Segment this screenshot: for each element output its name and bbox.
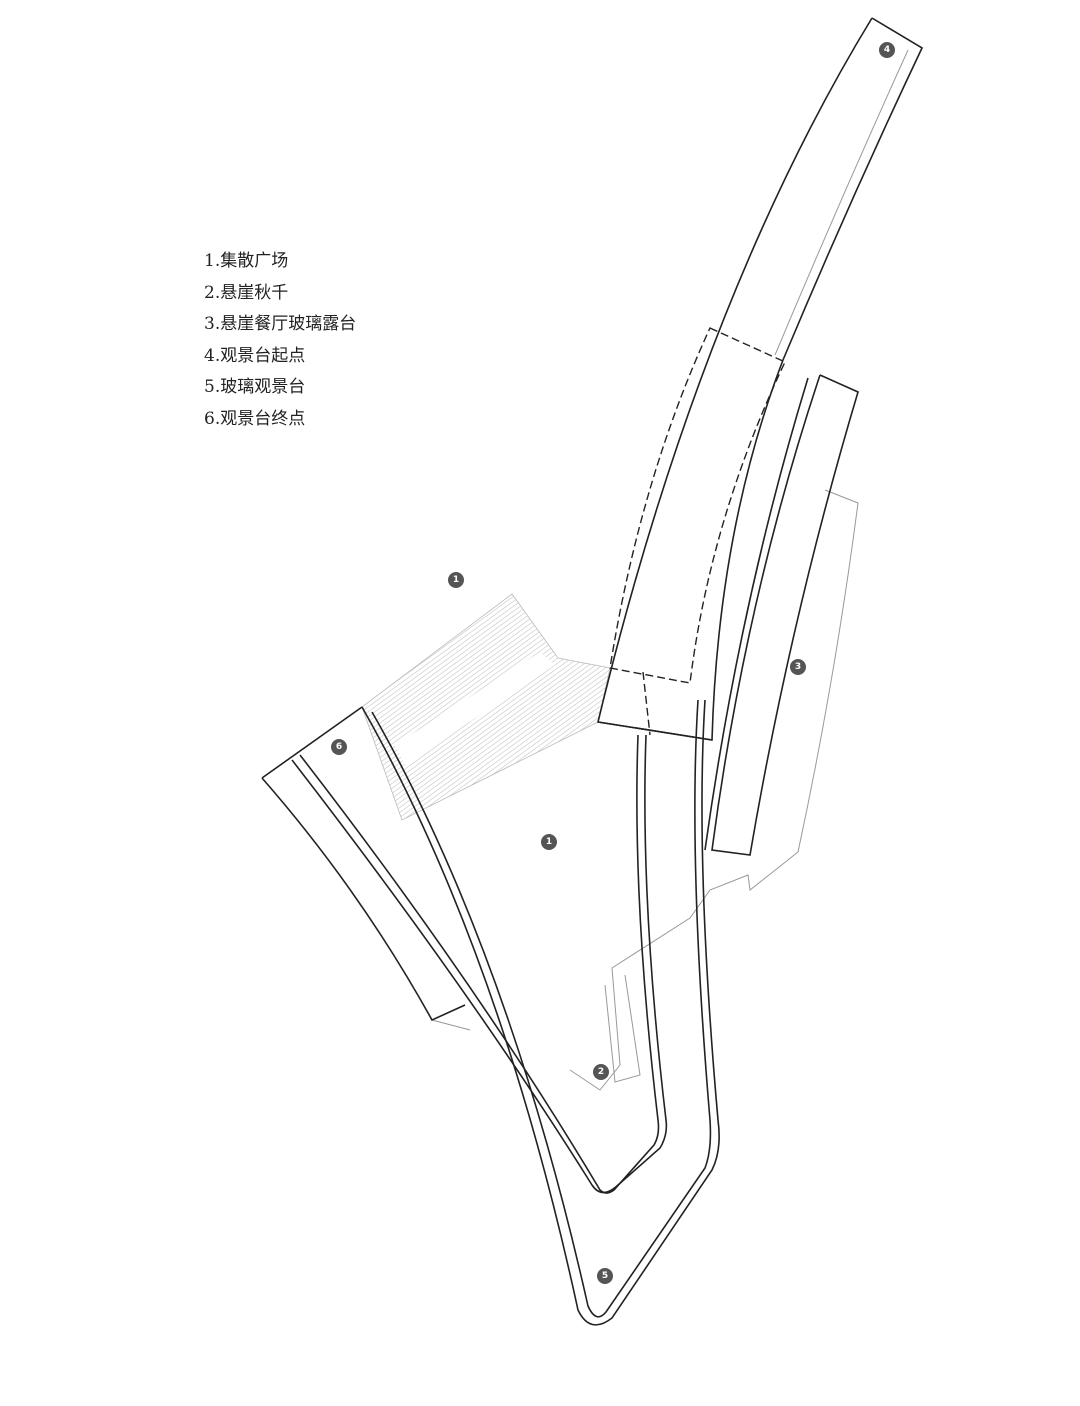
marker-deck-start: 4 xyxy=(879,42,895,58)
overhang-post xyxy=(642,671,651,736)
deck-end-box xyxy=(597,721,713,741)
legend-item-4: 4.观景台起点 xyxy=(204,345,306,366)
legend-item-1: 1.集散广场 xyxy=(204,251,289,271)
restaurant-deck-inner xyxy=(704,377,809,851)
legend-item-5: 5.玻璃观景台 xyxy=(204,377,306,398)
glass-walkway-outer-inner xyxy=(371,699,712,1318)
walkway-start-inner xyxy=(774,49,909,356)
marker-deck-end: 6 xyxy=(331,739,347,755)
svg-text:5: 5 xyxy=(602,1271,608,1281)
marker-swing: 2 xyxy=(593,1064,609,1080)
legend-item-2: 2.悬崖秋千 xyxy=(204,282,289,303)
walkway-start xyxy=(597,17,924,741)
stairs-landing xyxy=(395,652,555,765)
svg-text:3: 3 xyxy=(795,662,801,672)
legend: 1.集散广场 2.悬崖秋千 3.悬崖餐厅玻璃露台 4.观景台起点 5.玻璃观景台… xyxy=(204,246,356,436)
ground-outline-west xyxy=(431,1019,471,1031)
glass-walkway-outer xyxy=(361,699,720,1326)
marker-restaurant-deck: 3 xyxy=(790,659,806,675)
marker-plaza-north: 1 xyxy=(448,572,464,588)
legend-item-3: 3.悬崖餐厅玻璃露台 xyxy=(204,314,357,335)
ground-outline-east xyxy=(569,489,859,1091)
overhang-dashed xyxy=(609,327,786,684)
glass-walkway-inner-2 xyxy=(299,734,660,1194)
svg-text:1: 1 xyxy=(546,837,552,847)
svg-text:4: 4 xyxy=(884,45,890,55)
legend-item-6: 6.观景台终点 xyxy=(204,408,306,429)
svg-text:1: 1 xyxy=(453,575,459,585)
marker-plaza-center: 1 xyxy=(541,834,557,850)
deck-end xyxy=(261,706,466,1022)
svg-text:6: 6 xyxy=(336,742,342,752)
marker-glass-deck: 5 xyxy=(597,1268,613,1284)
ground-outline-swing xyxy=(604,974,641,1083)
restaurant-deck xyxy=(711,374,859,856)
svg-text:2: 2 xyxy=(598,1067,604,1077)
